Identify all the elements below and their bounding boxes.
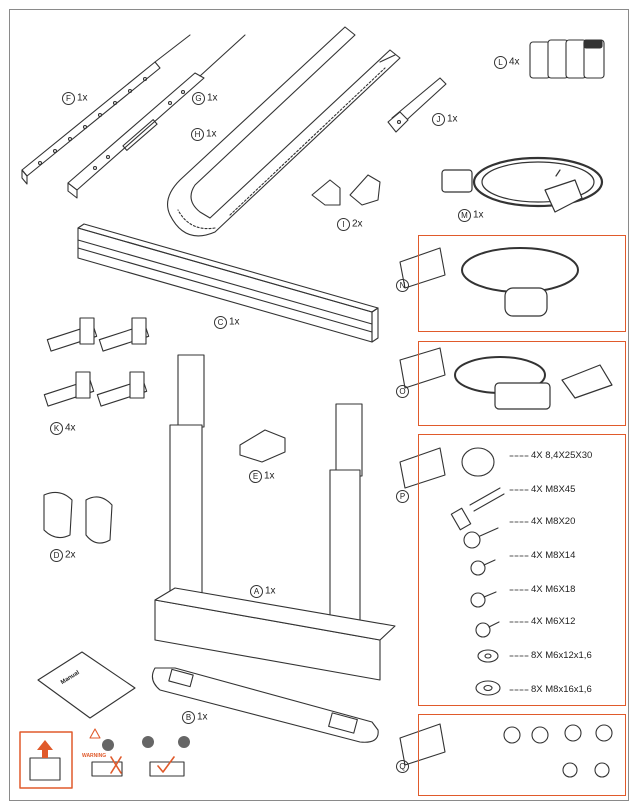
part-i-drawing	[311, 174, 381, 206]
bag-o-box	[418, 341, 626, 426]
hardware-item: 4X M6X12	[531, 616, 576, 627]
manual-drawing	[37, 651, 136, 719]
part-b-drawing	[151, 667, 379, 743]
part-h-drawing	[167, 26, 401, 237]
bag-n-box	[418, 235, 626, 332]
part-d-drawing	[43, 491, 113, 544]
bag-label-q: Q	[396, 760, 411, 773]
hardware-item: 4X M6X18	[531, 584, 576, 595]
bag-q-box	[418, 714, 626, 796]
bag-label-o: O	[396, 385, 411, 398]
hardware-item: 4X 8,4X25X30	[531, 450, 593, 461]
part-m-drawing	[441, 156, 604, 213]
warning-label: WARNING	[82, 753, 107, 759]
hardware-item: 8X M6x12x1,6	[531, 650, 592, 661]
bag-label-n: N	[396, 279, 411, 292]
part-j-drawing	[387, 77, 447, 133]
diagram-frame	[9, 9, 629, 801]
bag-p-content	[450, 447, 505, 696]
bag-n-content	[461, 247, 579, 317]
part-c-drawing	[77, 223, 379, 343]
bag-label-p: P	[396, 490, 411, 503]
hardware-item: 4X M8X20	[531, 516, 576, 527]
hardware-item: 8X M8x16x1,6	[531, 684, 592, 695]
bag-p-box	[418, 434, 626, 706]
part-e-drawing	[239, 429, 286, 463]
part-k-drawing	[43, 317, 150, 407]
lift-warning-drawing	[19, 728, 190, 789]
part-g-drawing	[67, 34, 246, 199]
bag-q-content	[503, 724, 613, 778]
part-a-drawing	[154, 354, 396, 681]
part-l-drawing	[529, 39, 605, 79]
part-f-drawing	[21, 34, 191, 185]
bag-o-content	[454, 356, 613, 410]
hardware-item: 4X M8X14	[531, 550, 576, 561]
bag-drawings	[399, 247, 446, 766]
hardware-leaders	[509, 455, 529, 691]
hardware-item: 4X M8X45	[531, 484, 576, 495]
